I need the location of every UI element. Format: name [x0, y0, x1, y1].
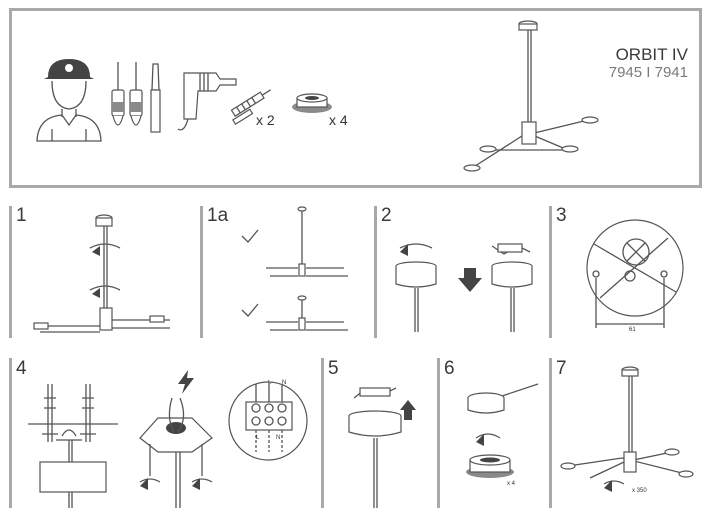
step-label-6: 6 — [444, 358, 455, 379]
panel-divider-2 — [374, 206, 377, 338]
step-label-5: 5 — [328, 358, 339, 379]
step4-canopy-wiring-illustration — [139, 397, 213, 508]
installer-person-icon — [36, 59, 102, 142]
terminal-label-4: N — [282, 380, 287, 386]
panel-divider-3 — [549, 206, 552, 338]
step-label-7: 7 — [556, 358, 567, 379]
panel-divider-5 — [321, 358, 324, 508]
step-label-1a: 1a — [207, 205, 229, 226]
step-label-4: 4 — [16, 358, 27, 379]
screwdrivers-icon — [111, 62, 161, 133]
electrical-hazard-icon — [178, 370, 194, 394]
step-label-2: 2 — [381, 205, 392, 226]
step4-ceiling-mount-illustration — [28, 384, 118, 508]
step6-quantity: x 4 — [507, 481, 516, 487]
panel-divider-1a — [200, 206, 203, 338]
step6-cap-install-illustration — [466, 383, 539, 478]
step4-terminal-block-zoom — [228, 381, 308, 461]
terminal-label-2: N — [276, 435, 281, 441]
step7-note: x 350 — [632, 488, 647, 494]
canopy-cap-icon — [292, 93, 332, 113]
terminal-label-3: L — [268, 380, 272, 386]
drill-icon — [177, 72, 237, 131]
panel-divider-4 — [9, 358, 12, 508]
step5-canopy-illustration — [348, 387, 416, 508]
step-label-3: 3 — [556, 205, 567, 226]
step3-dimension: 61 — [629, 327, 636, 333]
anchor-quantity: x 2 — [256, 112, 275, 128]
terminal-label-1: L — [256, 435, 260, 441]
step1-illustration — [33, 214, 170, 333]
step7-final-lamp-illustration — [560, 366, 694, 492]
step-label-1: 1 — [16, 205, 27, 226]
tools-frame — [9, 8, 702, 188]
product-name: ORBIT IV — [615, 45, 688, 64]
panel-divider-6 — [437, 358, 440, 508]
step1a-illustration — [241, 206, 348, 331]
step2-illustration — [395, 243, 533, 332]
product-codes: 7945 I 7941 — [608, 64, 688, 81]
wall-anchor-icon — [230, 89, 271, 126]
panel-divider-1 — [9, 206, 12, 338]
panel-divider-7 — [549, 358, 552, 508]
lamp-overview-illustration — [463, 20, 599, 172]
cap-quantity: x 4 — [329, 112, 348, 128]
step3-mounting-plate-illustration — [586, 219, 684, 328]
